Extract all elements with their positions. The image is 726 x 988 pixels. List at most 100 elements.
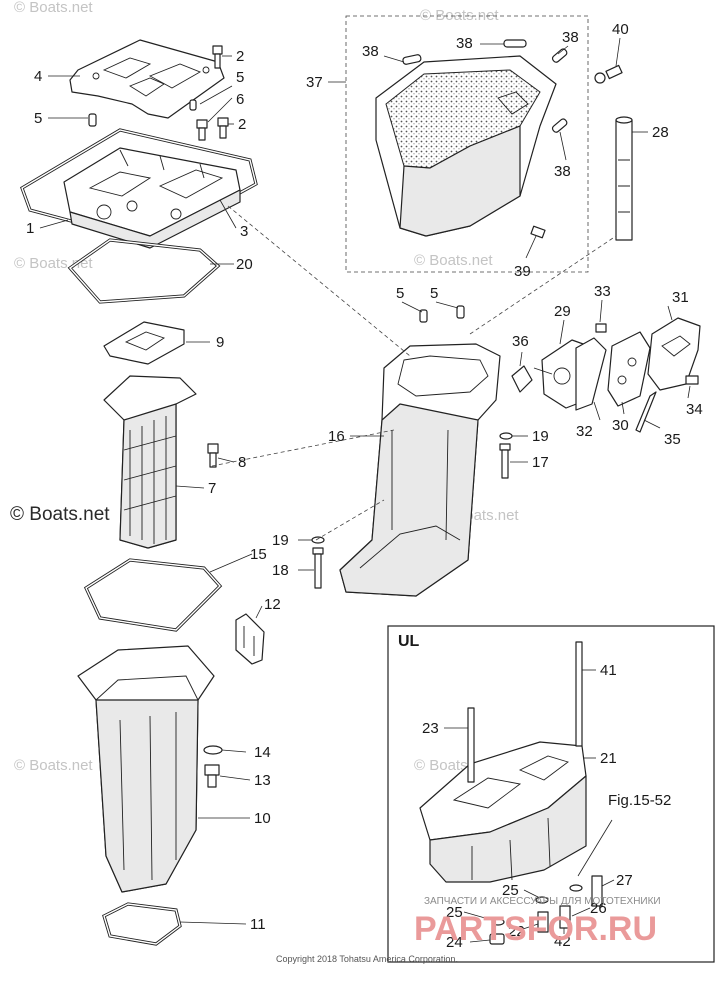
callout-3: 3 <box>240 223 248 240</box>
part-18-stud-bolt <box>312 547 324 589</box>
part-42-bolt <box>559 905 571 929</box>
callout-13: 13 <box>254 772 271 789</box>
part-7-exhaust-tube <box>103 375 197 549</box>
part-24-nut <box>489 933 505 945</box>
callout-11: 11 <box>250 916 266 933</box>
watermark-text: © Boats.net <box>14 757 93 774</box>
part-27-bolt <box>591 875 603 907</box>
callout-7: 7 <box>208 480 216 497</box>
callout-32: 32 <box>576 423 593 440</box>
part-10-exhaust-chamber <box>77 645 215 893</box>
watermark-text: © Boats.net <box>420 7 499 24</box>
callout-25: 25 <box>446 904 463 921</box>
callout-25: 25 <box>502 882 519 899</box>
callout-10: 10 <box>254 810 271 827</box>
part-5-pin-case-right <box>456 305 465 319</box>
part-38-grommet-a <box>402 54 422 65</box>
callout-14: 14 <box>254 744 271 761</box>
part-38-grommet-c <box>551 48 568 63</box>
copyright-text: Copyright 2018 Tohatsu America Corporati… <box>276 954 458 964</box>
watermark-layer: © Boats.net © Boats.net © Boats.net © Bo… <box>10 0 519 774</box>
part-12-bracket <box>235 613 265 665</box>
callout-39: 39 <box>514 263 531 280</box>
part-4-plate <box>69 39 225 119</box>
part-33-bolt <box>595 323 607 333</box>
part-30-cover-plate <box>607 331 651 407</box>
part-25-washer-a <box>535 896 549 904</box>
callout-30: 30 <box>612 417 629 434</box>
part-5-pin-case-left <box>419 309 428 323</box>
part-17-stud-bolt <box>499 443 511 479</box>
part-15-gasket <box>83 558 223 632</box>
part-36-grommet <box>511 365 533 393</box>
part-34-bolt <box>685 375 699 385</box>
inset-ul-box: UL <box>387 625 715 963</box>
part-23-stud <box>467 707 475 783</box>
figure-reference[interactable]: Fig.15-52 <box>608 792 671 809</box>
callout-labels: 2 4 5 6 5 2 1 3 20 9 8 7 15 12 14 13 10 … <box>26 21 703 951</box>
callout-5: 5 <box>34 110 42 127</box>
callout-38: 38 <box>562 29 579 46</box>
part-20-gasket <box>67 238 221 304</box>
callout-24: 24 <box>446 934 463 951</box>
leader-lines <box>39 37 691 943</box>
part-21-extension-case <box>419 741 587 883</box>
callout-34: 34 <box>686 401 703 418</box>
part-3-gasket-ring <box>20 128 258 244</box>
promo-text: ЗАПЧАСТИ И АКСЕССУАРЫ ДЛЯ МОТОТЕХНИКИ <box>424 896 661 907</box>
part-2-bolt-mid <box>217 117 229 139</box>
part-25-washer-b <box>491 918 505 926</box>
part-28-water-tube <box>615 116 633 241</box>
part-22-bolt <box>537 911 549 933</box>
callout-5: 5 <box>396 285 404 302</box>
callout-20: 20 <box>236 256 253 273</box>
callout-5: 5 <box>236 69 244 86</box>
watermark-text: © Boats.net <box>10 504 110 525</box>
part-19-washer-b <box>311 536 325 544</box>
part-13-bolt <box>204 764 220 788</box>
part-6-bolt <box>196 119 208 141</box>
callout-16: 16 <box>328 428 345 445</box>
callout-31: 31 <box>672 289 689 306</box>
callout-23: 23 <box>422 720 439 737</box>
callout-9: 9 <box>216 334 224 351</box>
callout-41: 41 <box>600 662 617 679</box>
callout-22: 22 <box>508 923 525 940</box>
callout-27: 27 <box>616 872 633 889</box>
callout-36: 36 <box>512 333 529 350</box>
callout-35: 35 <box>664 431 681 448</box>
part-9-plate <box>103 321 185 365</box>
callout-21: 21 <box>600 750 617 767</box>
part-5-pin-left <box>88 113 97 127</box>
callout-28: 28 <box>652 124 669 141</box>
callout-17: 17 <box>532 454 549 471</box>
part-41-stud <box>575 641 583 747</box>
watermark-text: © Boats.net <box>14 0 93 16</box>
part-40-bolt-washer <box>594 64 623 84</box>
part-19-washer-a <box>499 432 513 440</box>
callout-38: 38 <box>456 35 473 52</box>
callout-12: 12 <box>264 596 281 613</box>
part-31-upper-mount <box>647 317 701 391</box>
part-38-grommet-b <box>503 39 527 48</box>
callout-8: 8 <box>238 454 246 471</box>
callout-5: 5 <box>430 285 438 302</box>
callout-26: 26 <box>590 900 607 917</box>
watermark-text: © Boats.net <box>414 252 493 269</box>
part-32-gasket <box>575 337 607 411</box>
part-1-adaptor-plate <box>63 147 241 249</box>
part-5-pin-mid <box>189 99 197 111</box>
callout-4: 4 <box>34 68 42 85</box>
callout-38: 38 <box>554 163 571 180</box>
part-39-screw <box>530 225 546 239</box>
part-37-apron-cover <box>375 55 557 237</box>
callout-18: 18 <box>272 562 289 579</box>
callout-2: 2 <box>236 48 244 65</box>
part-2-bolt-top <box>212 45 223 69</box>
callout-42: 42 <box>554 933 571 950</box>
inset-ul-title: UL <box>398 633 420 650</box>
callout-33: 33 <box>594 283 611 300</box>
callout-6: 6 <box>236 91 244 108</box>
